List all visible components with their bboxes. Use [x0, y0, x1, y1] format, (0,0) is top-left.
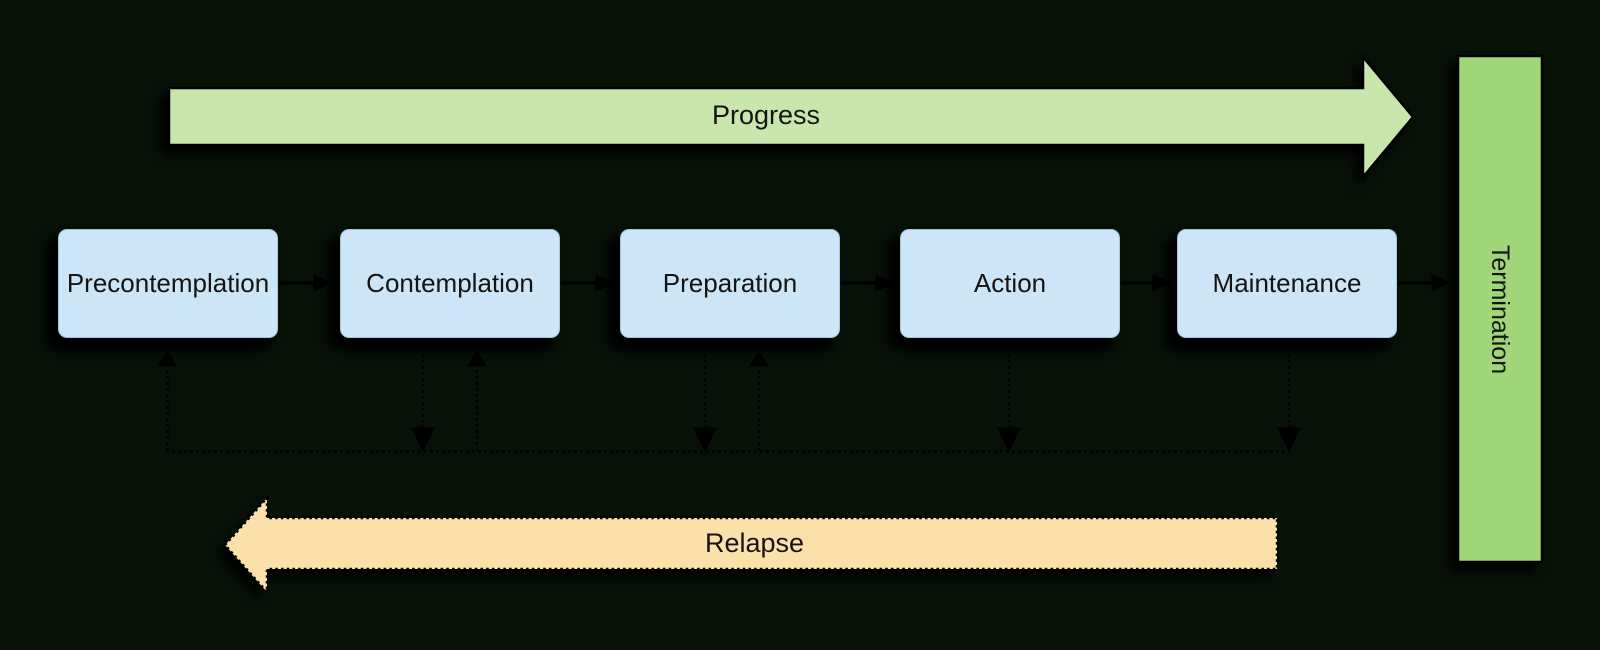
stage-box-maintenance: Maintenance: [1177, 229, 1397, 338]
reentry-line-preparation: [749, 350, 769, 451]
stage-label: Contemplation: [366, 268, 534, 298]
relapse-arrow-shape: [223, 494, 1279, 596]
reentry-line-precontemplation: [157, 350, 178, 451]
connector-arrowhead-icon: [1152, 274, 1173, 292]
down-arrowhead-icon: [997, 427, 1021, 453]
progress-arrow-shape: [167, 53, 1415, 181]
connector-arrowhead-icon: [875, 274, 896, 292]
stage-label: Precontemplation: [66, 268, 270, 298]
connector-arrowhead-icon: [595, 274, 616, 292]
connector-maintenance-termination: [1398, 274, 1452, 292]
connector-preparation-action: [841, 274, 896, 292]
up-arrowhead-icon: [467, 350, 487, 367]
stage-connectors: [279, 274, 1452, 292]
relapse-line-contemplation: [411, 354, 435, 453]
relapse-line-preparation: [693, 354, 717, 453]
down-arrowhead-icon: [693, 427, 717, 453]
relapse-line-action: [997, 354, 1021, 453]
stage-box-action: Action: [900, 229, 1120, 338]
relapse-dotted-lines: [157, 350, 1301, 453]
relapse-line-maintenance: [1277, 354, 1301, 453]
stage-box-contemplation: Contemplation: [340, 229, 560, 338]
connector-action-maintenance: [1121, 274, 1173, 292]
stage-label: Action: [973, 268, 1047, 298]
down-arrowhead-icon: [411, 427, 435, 453]
up-arrowhead-icon: [749, 350, 769, 367]
stage-box-precontemplation: Precontemplation: [58, 229, 278, 338]
stage-label: Maintenance: [1212, 268, 1362, 298]
stage-box-preparation: Preparation: [620, 229, 840, 338]
connector-arrowhead-icon: [1431, 274, 1452, 292]
connector-contemplation-preparation: [561, 274, 616, 292]
termination-bar-shape: [1456, 54, 1544, 564]
stage-label: Preparation: [662, 268, 798, 298]
connector-precontemplation-contemplation: [279, 274, 334, 292]
reentry-line-contemplation: [467, 350, 487, 451]
down-arrowhead-icon: [1277, 427, 1301, 453]
connector-arrowhead-icon: [313, 274, 334, 292]
up-arrowhead-icon: [157, 350, 178, 367]
